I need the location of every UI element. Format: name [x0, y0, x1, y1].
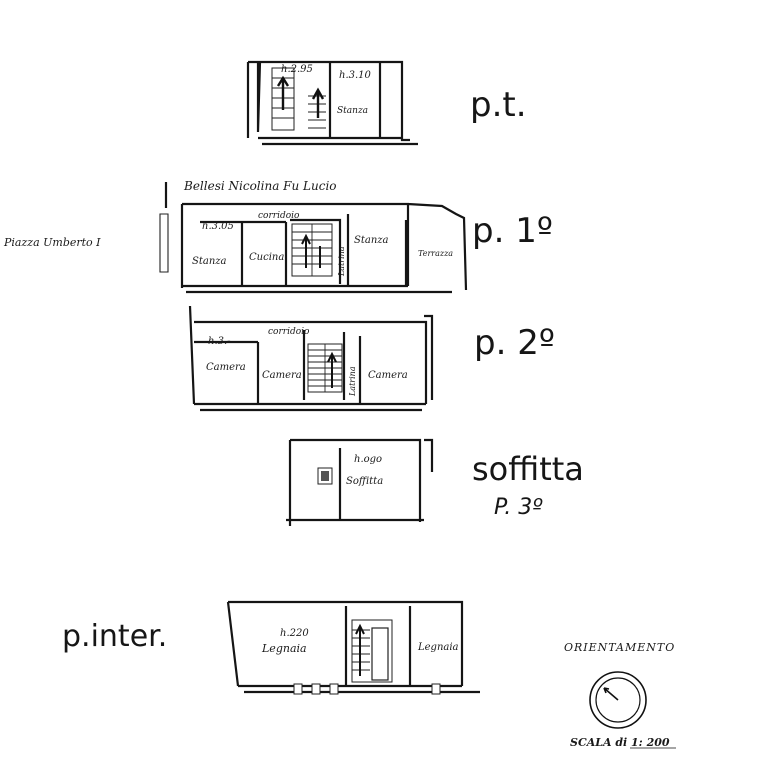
basement-height: h.220 — [280, 628, 309, 639]
orientation-title: ORIENTAMENTO — [564, 641, 675, 654]
orientation-block: ORIENTAMENTO SCALA di 1: 200 — [564, 641, 676, 749]
attic-floor-plan: h.ogo Soffitta — [286, 438, 434, 526]
street-name: Piazza Umberto I — [3, 236, 101, 249]
attic-room-soffitta: Soffitta — [346, 476, 383, 487]
first-floor-height: h.3.05 — [202, 221, 234, 232]
second-floor-label: p. 2º — [474, 323, 555, 363]
second-floor-room-camera-right: Camera — [368, 370, 408, 381]
first-floor-room-stanza-right: Stanza — [354, 235, 389, 246]
second-floor-room-camera-left: Camera — [206, 362, 246, 373]
basement-label: p.inter. — [62, 619, 167, 654]
first-floor-corridor: corridoio — [258, 211, 300, 221]
attic-height: h.ogo — [354, 454, 382, 465]
ground-floor-height-right: h.3.10 — [339, 70, 372, 81]
basement-floor-plan: h.220 Legnaia Legnaia — [226, 600, 480, 695]
first-floor-room-stanza-left: Stanza — [192, 256, 227, 267]
second-floor-room-latrina: Latrina — [348, 366, 357, 397]
ground-floor-label: p.t. — [470, 85, 527, 125]
first-floor-plan: Bellesi Nicolina Fu Lucio Piazza Umberto… — [3, 179, 468, 294]
basement-room-legnaia-right: Legnaia — [417, 642, 459, 653]
ground-floor-plan: h.2.95 h.3.10 Stanza — [246, 60, 418, 146]
ground-floor-room-stanza: Stanza — [337, 106, 368, 116]
ground-floor-height-left: h.2.95 — [281, 64, 313, 75]
attic-label: soffitta — [472, 450, 584, 488]
first-floor-room-cucina: Cucina — [249, 252, 284, 263]
attic-floor-number: P. 3º — [494, 495, 543, 520]
first-floor-label: p. 1º — [472, 211, 553, 251]
first-floor-room-latrina: Latrina — [337, 246, 346, 277]
compass-icon — [589, 671, 647, 729]
basement-room-legnaia-left: Legnaia — [261, 642, 307, 655]
first-floor-room-terrazza: Terrazza — [418, 249, 453, 258]
scale-text: SCALA di 1: 200 — [570, 736, 670, 749]
second-floor-room-camera-center: Camera — [262, 370, 302, 381]
neighbor-name: Bellesi Nicolina Fu Lucio — [183, 179, 337, 193]
second-floor-corridor: corridoio — [268, 327, 310, 337]
second-floor-plan: h.3.- corridoio Camera Camera Latrina Ca… — [188, 305, 434, 412]
second-floor-height: h.3.- — [208, 336, 231, 347]
